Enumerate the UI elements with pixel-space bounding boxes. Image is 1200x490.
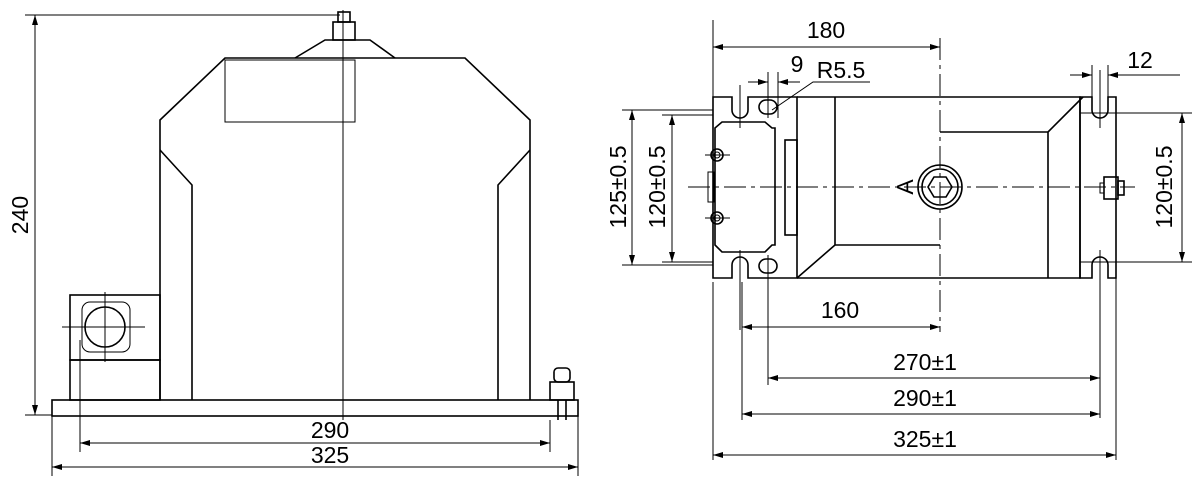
top-inner-outline — [224, 59, 356, 123]
ground-bolt-icon — [549, 367, 575, 420]
body-chamfer-lines — [159, 149, 531, 400]
dim-325-label: 325±1 — [893, 426, 957, 452]
dim-mounting-width-label: 290 — [311, 417, 349, 443]
dim-radius-label: R5.5 — [817, 57, 866, 83]
terminal-screw-icon — [705, 148, 730, 225]
radius-leader — [771, 81, 870, 111]
dim-120-left-label: 120±0.5 — [644, 146, 670, 229]
secondary-terminal-box — [62, 292, 161, 401]
body-left-chamfer — [796, 97, 940, 279]
dim-overall-width-label: 325 — [311, 442, 349, 468]
front-view: 240 290 325 — [7, 10, 579, 476]
dim-270-label: 270±1 — [893, 349, 957, 375]
dim-height-label: 240 — [7, 196, 33, 234]
dim-125-label: 125±0.5 — [605, 146, 631, 229]
base-plate — [51, 399, 579, 417]
dim-180-label: 180 — [807, 17, 845, 43]
top-insulator — [294, 39, 396, 59]
transformer-body — [159, 57, 531, 400]
body-right-chamfer — [940, 96, 1084, 278]
dim-160-label: 160 — [821, 297, 859, 323]
side-view: A 180 9 R5.5 12 125±0.5 120±0.5 120±0.5 — [605, 17, 1192, 460]
top-terminal-bolt-icon — [332, 11, 356, 41]
dim-slot-width-label: 9 — [791, 51, 804, 77]
ground-bolt-icon — [1099, 176, 1125, 200]
dim-120-right-label: 120±0.5 — [1151, 146, 1177, 229]
terminal-block — [714, 121, 776, 253]
dim-flange-label: 12 — [1127, 47, 1153, 73]
dim-290-label: 290±1 — [893, 385, 957, 411]
